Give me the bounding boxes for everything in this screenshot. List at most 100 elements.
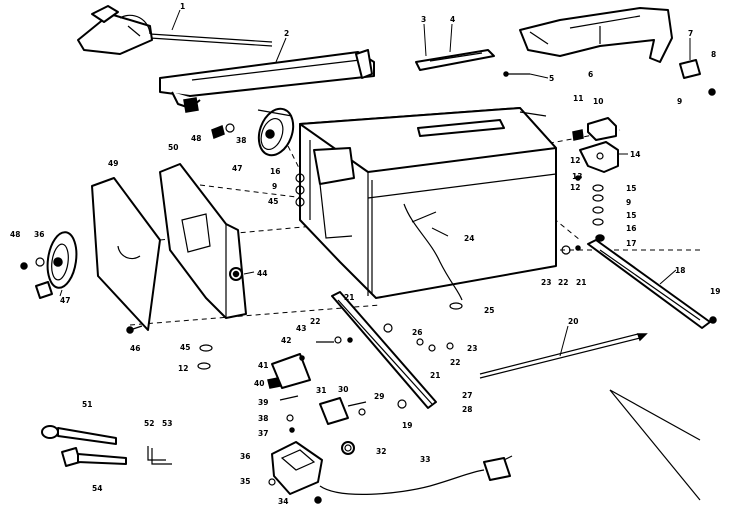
- callout-20: 20: [568, 317, 578, 326]
- switch-bracket: [267, 353, 311, 401]
- handwheel-top: [257, 107, 295, 157]
- power-cord: [319, 455, 513, 495]
- switch-box: [271, 441, 323, 495]
- callout-1: 1: [180, 2, 185, 11]
- callout-7: 7: [688, 29, 693, 38]
- callout-33: 33: [420, 455, 430, 464]
- callout-3: 3: [421, 15, 426, 24]
- callout-53: 53: [162, 419, 172, 428]
- callout-5: 5: [549, 74, 554, 83]
- callout-19a: 19: [710, 287, 720, 296]
- handwheel-left: [20, 231, 78, 299]
- switch: [319, 397, 367, 425]
- callout-18: 18: [675, 266, 685, 275]
- callout-8: 8: [711, 50, 716, 59]
- callout-23a: 23: [541, 278, 551, 287]
- callout-47b: 47: [60, 296, 70, 305]
- washers-center: [197, 344, 213, 370]
- callout-38b: 38: [258, 414, 268, 423]
- callout-36a: 36: [34, 230, 44, 239]
- guard-hardware: [679, 59, 716, 96]
- callout-44: 44: [257, 269, 267, 278]
- callout-2: 2: [284, 29, 289, 38]
- callout-72: 12: [178, 364, 188, 373]
- callout-12b: 12: [570, 183, 580, 192]
- callout-23b: 23: [467, 344, 477, 353]
- block-parts: [572, 117, 617, 141]
- callout-16b: 16: [270, 167, 280, 176]
- motor-cord: [403, 203, 463, 310]
- callout-13: 13: [572, 172, 582, 181]
- bracket: [579, 141, 619, 173]
- hex-keys: [147, 446, 172, 465]
- callout-labels: 1 2 3 4 5 6 7 8 9 10 11 12 14 13 12 15 9…: [10, 2, 720, 506]
- hardware-center: [316, 323, 454, 352]
- switch-screws: [268, 478, 322, 504]
- callout-42: 42: [281, 336, 291, 345]
- callout-49: 49: [108, 159, 118, 168]
- callout-39: 39: [258, 398, 268, 407]
- leader-lines: [59, 9, 691, 357]
- callout-21a: 21: [576, 278, 586, 287]
- callout-22a: 22: [558, 278, 568, 287]
- rod: [479, 333, 648, 379]
- callout-30: 30: [338, 385, 348, 394]
- rip-fence: [159, 49, 375, 113]
- callout-4: 4: [450, 15, 455, 24]
- callout-10: 10: [593, 97, 603, 106]
- callout-6: 6: [588, 70, 593, 79]
- callout-22b: 22: [310, 317, 320, 326]
- callout-37: 37: [258, 429, 268, 438]
- callout-19b: 19: [402, 421, 412, 430]
- callout-32: 32: [376, 447, 386, 456]
- callout-16a: 16: [626, 224, 636, 233]
- callout-21c: 21: [430, 371, 440, 380]
- callout-40: 40: [254, 379, 264, 388]
- side-panel: [91, 177, 161, 331]
- callout-14a: 14: [630, 150, 640, 159]
- inner-panel: [159, 163, 247, 319]
- callout-29: 29: [374, 392, 384, 401]
- callout-24a: 24: [464, 234, 474, 243]
- callout-36b: 36: [240, 452, 250, 461]
- miter-gauge: [77, 5, 273, 55]
- callout-11: 11: [573, 94, 583, 103]
- callout-48a: 48: [191, 134, 201, 143]
- switch-hardware: [286, 414, 295, 433]
- bolt-washer-top: [211, 123, 235, 140]
- callout-28: 28: [462, 405, 472, 414]
- guide-rail: [587, 239, 717, 329]
- callout-15a: 15: [626, 184, 636, 193]
- corner-lines: [609, 389, 701, 501]
- open-wrench: [61, 447, 127, 467]
- blade-guard: [519, 7, 673, 63]
- arbor-wrench: [41, 425, 117, 445]
- callout-54: 54: [92, 484, 102, 493]
- callout-31: 31: [316, 386, 326, 395]
- callout-9a: 9: [677, 97, 682, 106]
- callout-51: 51: [82, 400, 92, 409]
- callout-41: 41: [258, 361, 268, 370]
- callout-34: 34: [278, 497, 288, 506]
- knob: [229, 267, 243, 281]
- long-rail: [331, 291, 437, 409]
- nut-bottom: [397, 399, 407, 409]
- callout-22c: 22: [450, 358, 460, 367]
- callout-27: 27: [462, 391, 472, 400]
- throat-plate: [415, 49, 495, 71]
- callout-9c: 9: [272, 182, 277, 191]
- callout-50: 50: [168, 143, 178, 152]
- small-parts-left: [295, 173, 305, 207]
- callout-12a: 12: [570, 156, 580, 165]
- callout-35: 35: [240, 477, 250, 486]
- callout-15b: 15: [626, 211, 636, 220]
- callout-9b: 9: [626, 198, 631, 207]
- washer-stack: [575, 175, 605, 242]
- callout-25: 25: [484, 306, 494, 315]
- callout-38a: 38: [236, 136, 246, 145]
- callout-21b: 21: [344, 293, 354, 302]
- callout-47a: 47: [232, 164, 242, 173]
- callout-52: 52: [144, 419, 154, 428]
- saw-cabinet: [299, 107, 557, 299]
